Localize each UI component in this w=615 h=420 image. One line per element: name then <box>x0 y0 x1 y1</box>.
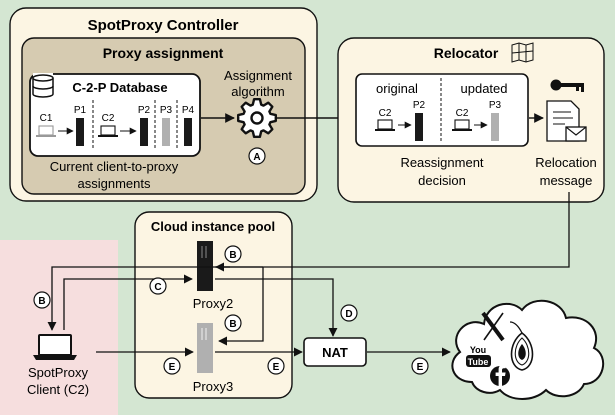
client-label-line1: SpotProxy <box>28 365 88 380</box>
database-icon <box>32 73 54 98</box>
x-logo-icon <box>481 311 505 342</box>
original-proxy-icon <box>415 113 423 141</box>
proxy2-label: Proxy2 <box>193 296 233 311</box>
c2p-database-box <box>29 73 201 157</box>
youtube-text-tube: Tube <box>468 357 489 367</box>
envelope-icon <box>565 126 587 142</box>
laptop-client-icon <box>33 334 77 360</box>
tor-onion-icon <box>509 321 534 371</box>
relocation-to-proxy3-arrow <box>218 267 264 346</box>
step-a-label: A <box>253 152 260 163</box>
db-client-c2: C2 <box>102 113 115 124</box>
client-zone <box>0 240 118 415</box>
decision-label-line2: decision <box>418 173 466 188</box>
db-proxy-p3-icon <box>162 118 170 146</box>
step-b-badge-client <box>33 291 51 309</box>
db-proxy-p1: P1 <box>74 105 87 116</box>
updated-label: updated <box>461 81 508 96</box>
step-e-badge-client <box>163 357 181 375</box>
controller-title: SpotProxy Controller <box>88 17 239 34</box>
proxy3-server-icon <box>197 323 213 373</box>
step-b-label-proxy3: B <box>229 319 236 330</box>
db-proxy-p1-icon <box>76 118 84 146</box>
step-e-label-nat: E <box>417 362 424 373</box>
db-proxy-p2: P2 <box>138 105 151 116</box>
nat-label: NAT <box>322 345 348 360</box>
db-proxy-p4: P4 <box>182 105 195 116</box>
gear-icon <box>237 98 277 138</box>
laptop-original-icon <box>375 119 395 131</box>
original-label: original <box>376 81 418 96</box>
database-title: C-2-P Database <box>72 80 167 95</box>
original-proxy-label: P2 <box>413 100 426 111</box>
laptop-c2-icon <box>98 125 118 137</box>
db-caption-line1: Current client-to-proxy <box>50 159 179 174</box>
step-b-badge-proxy3 <box>224 314 242 332</box>
client-to-proxy2-arrow <box>63 274 193 330</box>
client-label-line2: Client (C2) <box>27 382 89 397</box>
proxy3-label: Proxy3 <box>193 379 233 394</box>
step-b-label-client: B <box>38 296 45 307</box>
facebook-logo-icon <box>490 364 510 388</box>
map-icon <box>511 42 534 63</box>
cloud-pool-title: Cloud instance pool <box>151 219 275 234</box>
laptop-c1-icon <box>36 125 56 137</box>
relocator-title: Relocator <box>434 45 499 61</box>
key-icon <box>550 79 584 92</box>
step-e-badge-proxy3 <box>267 357 285 375</box>
youtube-logo-icon: You Tube <box>466 345 491 367</box>
db-caption-line2: assignments <box>78 176 151 191</box>
step-d-badge <box>340 304 358 322</box>
relocation-to-client-arrow <box>47 192 570 331</box>
algorithm-label-line2: algorithm <box>231 84 284 99</box>
original-client-label: C2 <box>379 108 392 119</box>
message-label-line1: Relocation <box>535 155 596 170</box>
youtube-text-you: You <box>470 345 486 355</box>
step-e-badge-nat <box>411 357 429 375</box>
message-label-line2: message <box>540 173 593 188</box>
decision-label-line1: Reassignment <box>400 155 483 170</box>
updated-proxy-label: P3 <box>489 100 502 111</box>
db-client-c1: C1 <box>40 113 53 124</box>
nat-box <box>303 337 367 367</box>
laptop-updated-icon <box>452 119 472 131</box>
step-c-badge <box>149 277 167 295</box>
proxy2-server-icon <box>197 241 213 291</box>
assignment-title: Proxy assignment <box>103 45 224 61</box>
db-proxy-p4-icon <box>184 118 192 146</box>
db-proxy-p3: P3 <box>160 105 173 116</box>
updated-proxy-icon <box>491 113 499 141</box>
step-a-badge <box>248 147 266 165</box>
updated-client-label: C2 <box>456 108 469 119</box>
step-e-label-proxy3: E <box>273 362 280 373</box>
step-b-badge-proxy2 <box>224 245 242 263</box>
db-proxy-p2-icon <box>140 118 148 146</box>
step-b-label-proxy2: B <box>229 250 236 261</box>
proxy2-to-nat-arrow <box>215 278 338 337</box>
step-c-label: C <box>154 282 161 293</box>
step-d-label: D <box>345 309 352 320</box>
algorithm-label-line1: Assignment <box>224 68 292 83</box>
step-e-label-client: E <box>169 362 176 373</box>
